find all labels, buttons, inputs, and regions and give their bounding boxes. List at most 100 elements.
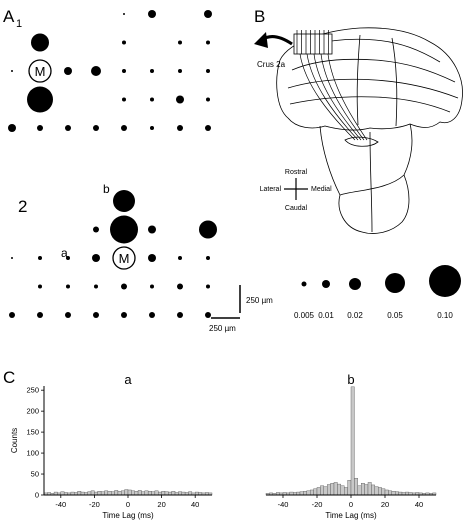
correlation-dot: [66, 284, 70, 289]
histogram-bar: [350, 386, 355, 496]
histogram-bar: [347, 480, 352, 496]
histogram-bar: [151, 491, 156, 496]
histogram-bar: [313, 488, 318, 496]
compass-lateral: Lateral: [260, 186, 282, 193]
correlation-dot: [110, 215, 138, 244]
correlation-dot: [66, 256, 70, 260]
electrode-block: [293, 33, 333, 55]
histogram-bar: [364, 484, 369, 496]
correlation-dot: [206, 256, 210, 260]
x-tick-label: -20: [89, 500, 100, 509]
histogram-bar: [330, 483, 335, 496]
brainstem-line: [339, 174, 405, 196]
correlation-dot: [121, 125, 127, 131]
histogram-bar: [117, 491, 122, 496]
y-tick-label: 100: [26, 449, 39, 458]
correlation-dot: [150, 97, 154, 102]
dot-grid-a2: [9, 190, 217, 318]
histogram-bar: [107, 491, 112, 496]
marker-a: a: [61, 246, 68, 260]
correlation-dot: [206, 97, 210, 102]
histogram-bar: [90, 490, 95, 496]
legend-label: 0.10: [437, 311, 453, 320]
master-cell-a2: M: [112, 246, 136, 270]
x-tick-label: 40: [191, 500, 199, 509]
histogram-bar: [323, 486, 328, 496]
region-label: Crus 2a: [257, 60, 286, 69]
histogram-bar: [378, 487, 382, 496]
compass-caudal: Caudal: [285, 205, 308, 212]
panel-label-a: A: [3, 7, 15, 26]
x-tick-label: 0: [349, 500, 353, 509]
correlation-dot: [65, 312, 71, 318]
correlation-dot: [11, 257, 13, 259]
correlation-dot: [206, 40, 210, 45]
compass: Rostral Caudal Lateral Medial: [260, 169, 332, 212]
legend-label: 0.05: [387, 311, 403, 320]
correlation-dot: [149, 312, 155, 318]
histogram-bar: [391, 491, 396, 496]
correlation-dot: [178, 69, 182, 73]
correlation-dot: [37, 125, 43, 131]
cerebellum-outline: [276, 27, 463, 131]
vermis-line: [391, 37, 398, 127]
histogram-bar: [344, 487, 348, 496]
master-circle: [28, 59, 52, 83]
correlation-dot: [8, 124, 16, 132]
folia-line: [287, 78, 459, 99]
y-tick-label: 50: [31, 470, 39, 479]
master-cell-a1: M: [28, 59, 52, 83]
histogram-bar: [137, 490, 142, 496]
correlation-dot: [64, 67, 72, 75]
correlation-dot: [31, 33, 49, 52]
histogram-bar: [97, 491, 102, 496]
correlation-dot: [122, 40, 126, 45]
histogram-bar: [124, 489, 129, 496]
histogram-bar: [316, 487, 321, 496]
correlation-dot: [176, 95, 184, 104]
histogram-bar: [110, 491, 115, 496]
vermis-line: [356, 34, 361, 126]
legend-circle-0005: [301, 281, 307, 287]
histogram-bar: [306, 490, 311, 496]
correlation-dot: [113, 190, 135, 212]
histogram-bar: [303, 491, 307, 496]
histogram-bar: [361, 483, 365, 496]
panel-label-a2: 2: [18, 197, 27, 216]
compass-medial: Medial: [311, 186, 332, 193]
histogram-bar: [357, 485, 362, 496]
histogram-bar: [395, 491, 399, 496]
correlation-dot: [92, 254, 100, 262]
histogram-bar: [340, 485, 345, 496]
correlation-dot: [150, 69, 154, 73]
correlation-dot: [150, 126, 154, 130]
correlation-dot: [205, 125, 211, 131]
histogram-bar: [147, 491, 152, 496]
electrode-array: [293, 30, 368, 141]
y-tick-label: 0: [35, 491, 39, 500]
correlation-dot: [199, 220, 217, 239]
master-label: M: [119, 251, 130, 266]
x-tick-label: -40: [278, 500, 289, 509]
correlation-dot: [204, 10, 212, 18]
correlation-dot: [91, 66, 101, 76]
correlation-dot: [93, 226, 99, 233]
legend: 0.005 0.01 0.02 0.05 0.10: [294, 265, 461, 320]
correlation-dot: [38, 284, 42, 289]
correlation-dot: [11, 70, 13, 72]
panel-label-a-sub: 1: [16, 18, 22, 30]
correlation-dot: [94, 284, 98, 289]
correlation-dot: [38, 256, 42, 260]
y-tick-label: 150: [26, 428, 39, 437]
histogram-bar: [354, 478, 358, 496]
legend-circle-001: [322, 280, 330, 288]
histogram-bar: [60, 491, 65, 496]
correlation-dot: [177, 283, 183, 290]
correlation-dot: [148, 254, 156, 262]
scale-bar: 250 µm 250 µm: [209, 285, 273, 333]
histogram-bar: [188, 491, 193, 496]
panel-label-c: C: [3, 368, 15, 387]
x-axis-label: Time Lag (ms): [325, 511, 377, 520]
electrode-pins: [296, 30, 329, 54]
